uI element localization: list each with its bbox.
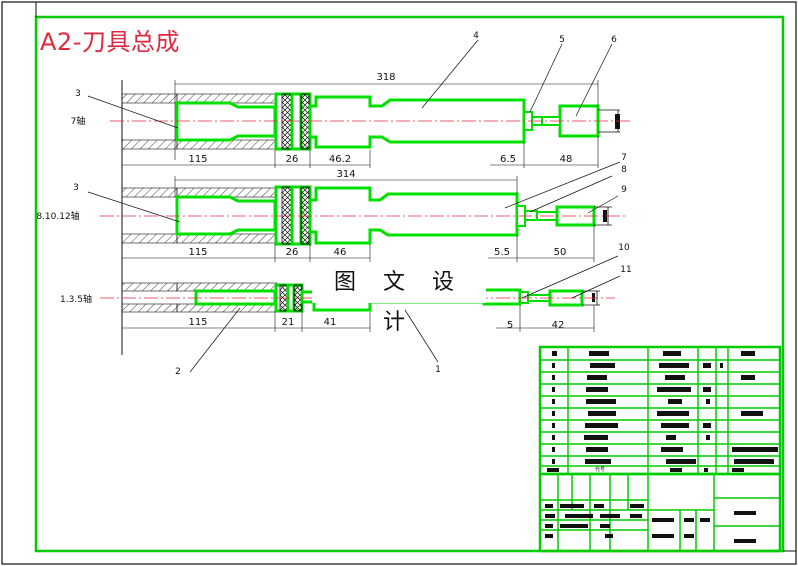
callout-number: 1 [435, 365, 441, 375]
callout-number: 7 [621, 153, 627, 163]
callout-number: 6 [611, 35, 617, 45]
callout-number: 11 [620, 265, 631, 275]
shaft-label: 8.10.12轴 [36, 210, 79, 222]
callout-number: 10 [618, 243, 630, 253]
assembly-1 [87, 39, 630, 168]
assembly-2 [87, 161, 625, 262]
dimension-label: 41 [324, 317, 337, 328]
dimension-label: 6.5 [500, 154, 516, 165]
title-block-marks [545, 351, 778, 543]
callout-number: 8 [621, 165, 627, 175]
dimension-label: 115 [188, 247, 207, 258]
title-block [538, 345, 782, 553]
dimension-label: 26 [286, 247, 299, 258]
watermark: 图 文 设 计 [312, 263, 486, 335]
shaft-label: 7轴 [71, 115, 86, 127]
dimension-label: 5.5 [494, 247, 510, 258]
callout-number: 2 [175, 367, 181, 377]
dimension-label: 115 [188, 317, 207, 328]
dimension-label: 46 [334, 247, 347, 258]
dimension-label: 46.2 [329, 154, 351, 165]
shaft-label: 1.3.5轴 [60, 293, 92, 305]
parts-list-header: 代号 [595, 466, 605, 473]
drawing-title: A2-刀具总成 [40, 28, 180, 56]
dimension-label: 5 [507, 320, 513, 331]
dimension-label: 42 [552, 320, 565, 331]
overall-dimension: 314 [336, 169, 355, 180]
dimension-label: 21 [282, 317, 295, 328]
drawing-frame [34, 15, 785, 553]
callout-number: 3 [73, 183, 79, 193]
callout-number: 9 [621, 185, 627, 195]
dimension-label: 50 [554, 247, 567, 258]
overall-dimension: 318 [376, 72, 395, 83]
callout-number: 5 [559, 35, 565, 45]
dimension-label: 115 [188, 154, 207, 165]
callout-number: 3 [75, 89, 81, 99]
dimension-label: 48 [560, 154, 573, 165]
callout-number: 4 [473, 31, 479, 41]
dimension-label: 26 [286, 154, 299, 165]
